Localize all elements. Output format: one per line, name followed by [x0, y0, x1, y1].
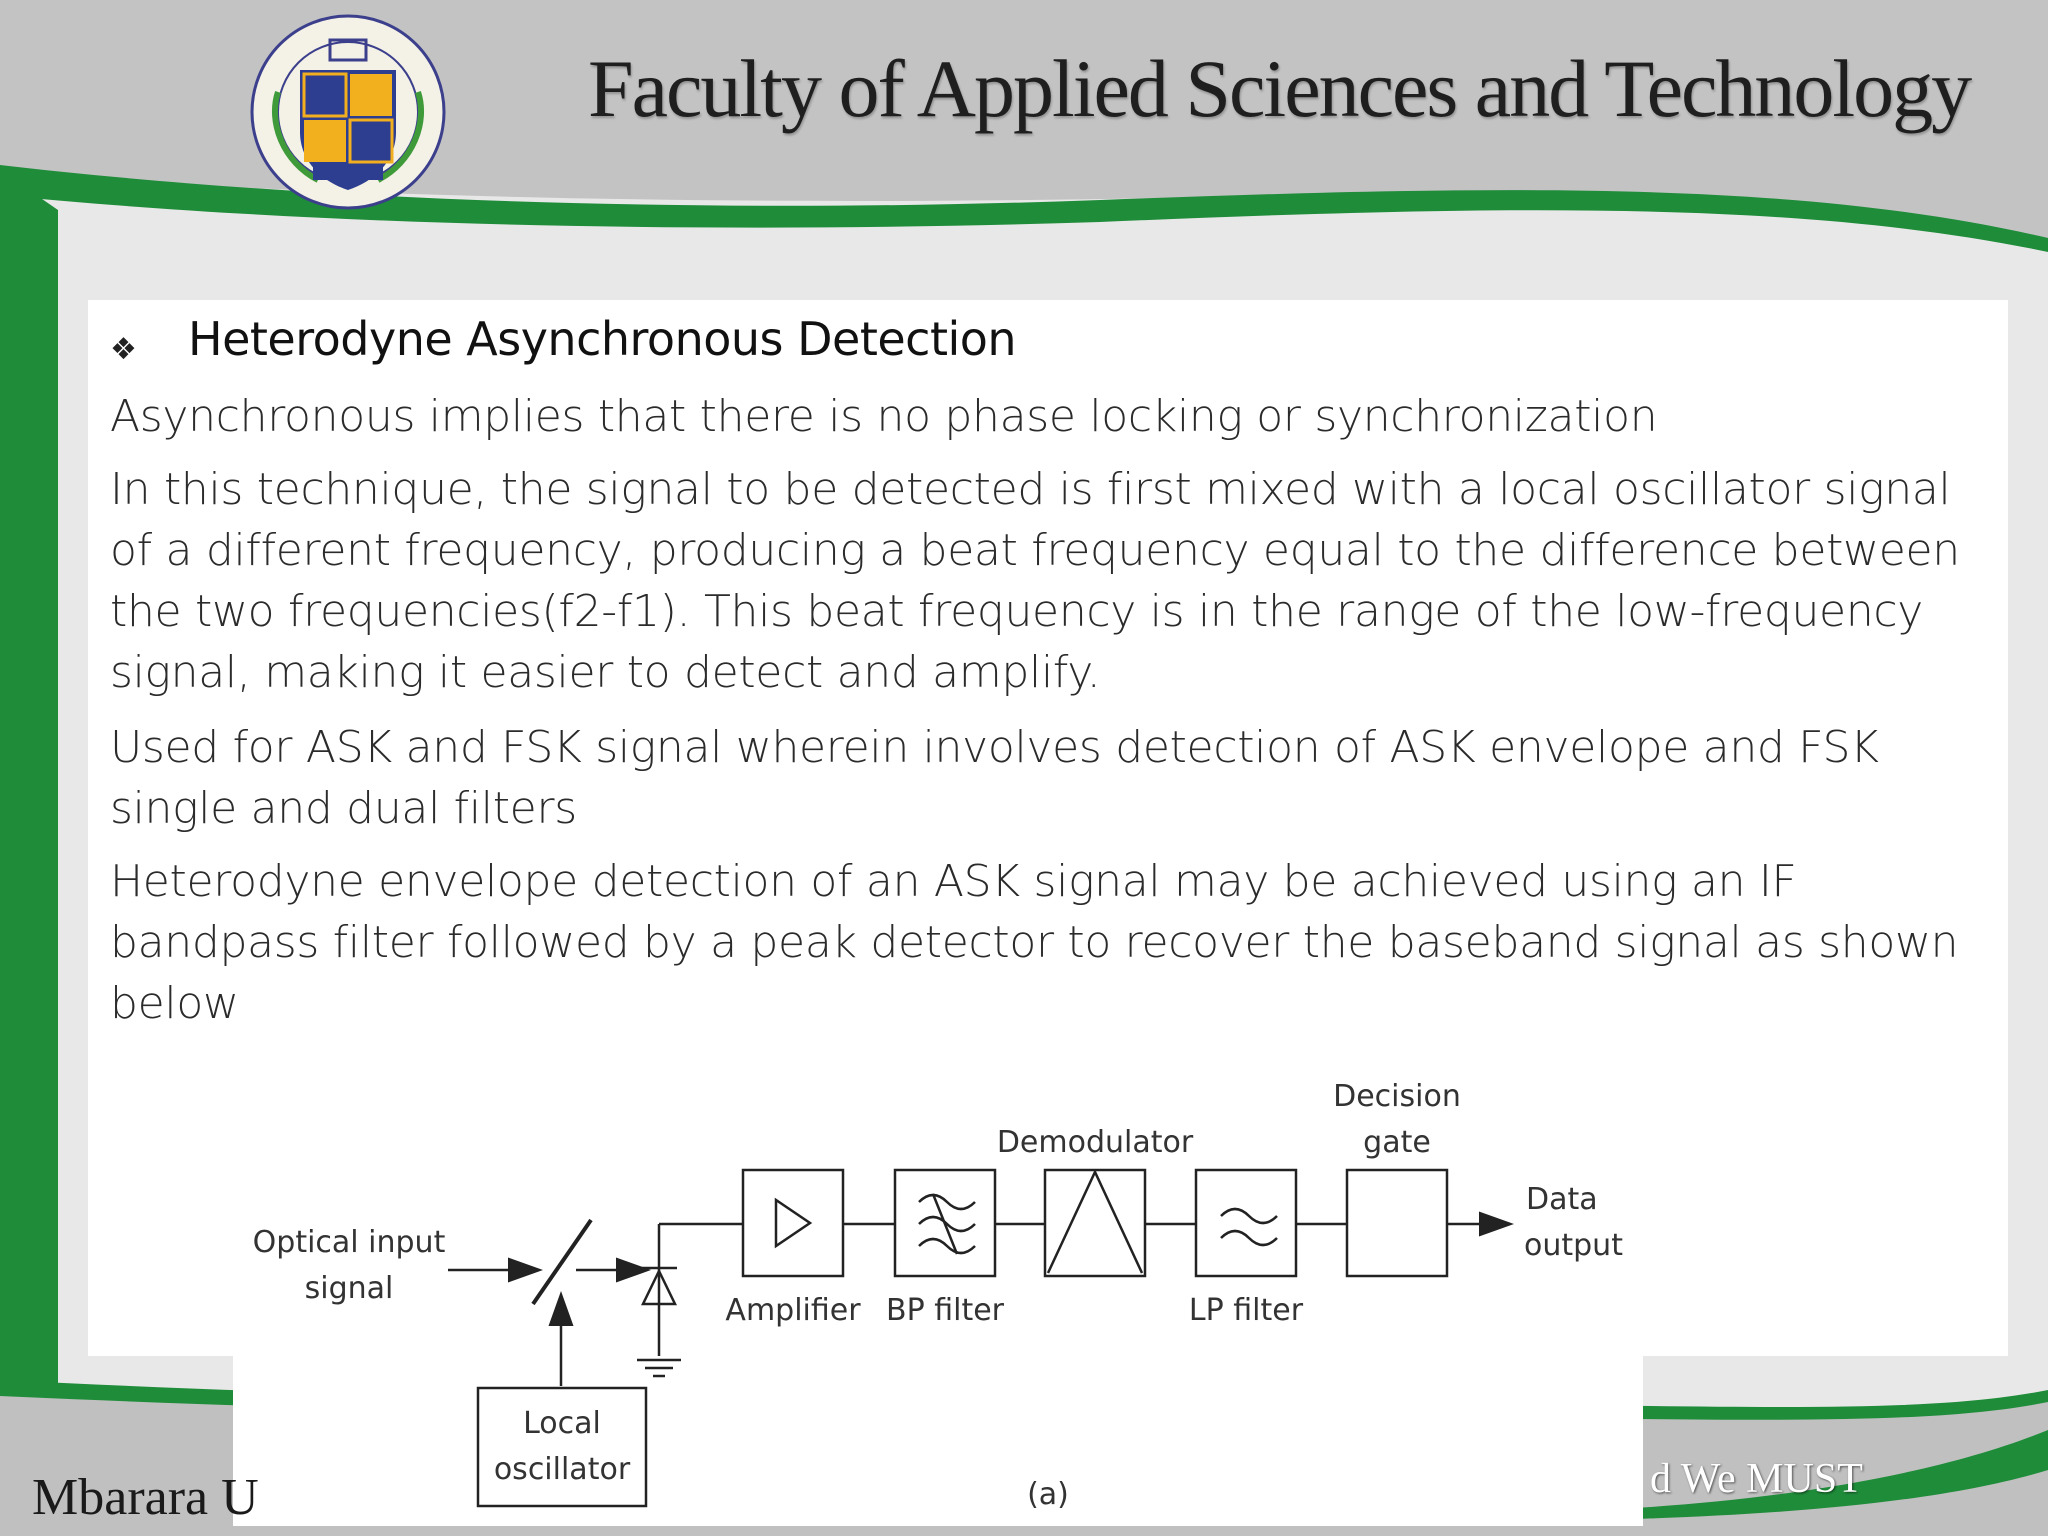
bp-filter-icon	[918, 1193, 976, 1255]
section-heading: Heterodyne Asynchronous Detection	[188, 312, 1017, 366]
block-diagram: Optical input signal Local oscillator Am…	[253, 1079, 1624, 1512]
demodulator-box	[1043, 1168, 1147, 1278]
paragraph: In this technique, the signal to be dete…	[110, 464, 1960, 698]
decision-gate-label: Decision	[1333, 1079, 1461, 1114]
footer-motto: d We MUST	[1650, 1456, 1863, 1502]
local-oscillator-box	[476, 1386, 648, 1508]
local-oscillator-label: Local	[523, 1406, 601, 1441]
demodulator-icon	[1046, 1169, 1144, 1274]
local-oscillator-label: oscillator	[494, 1452, 631, 1487]
decision-gate-label: gate	[1363, 1125, 1431, 1160]
photodiode-icon	[641, 1268, 677, 1306]
bp-filter-label: BP filter	[886, 1293, 1005, 1328]
university-logo	[250, 14, 446, 210]
lp-filter-label: LP filter	[1189, 1293, 1304, 1328]
amplifier-icon	[774, 1197, 813, 1249]
page-title: Faculty of Applied Sciences and Technolo…	[588, 43, 1972, 134]
amplifier-box	[741, 1168, 845, 1278]
demodulator-label: Demodulator	[997, 1125, 1194, 1160]
paragraph: Heterodyne envelope detection of an ASK …	[110, 856, 1959, 1029]
lp-filter-box	[1194, 1168, 1298, 1278]
footer-university-name: Mbarara U	[32, 1469, 259, 1526]
paragraph: Asynchronous implies that there is no ph…	[110, 391, 1658, 442]
diamond-bullet-icon: ❖	[110, 332, 137, 367]
block-diagram-figure: Optical input signal Local oscillator Am…	[233, 1056, 1643, 1526]
input-label: signal	[305, 1271, 394, 1306]
input-label: Optical input	[253, 1225, 446, 1260]
paragraph: Used for ASK and FSK signal wherein invo…	[110, 722, 1879, 834]
figure-caption: (a)	[1027, 1477, 1069, 1512]
decision-gate-box	[1345, 1168, 1449, 1278]
data-output-label: Data	[1526, 1182, 1598, 1217]
data-output-label: output	[1524, 1228, 1623, 1263]
lp-filter-icon	[1220, 1207, 1278, 1247]
amplifier-label: Amplifier	[725, 1293, 861, 1328]
beam-splitter	[531, 1218, 593, 1306]
